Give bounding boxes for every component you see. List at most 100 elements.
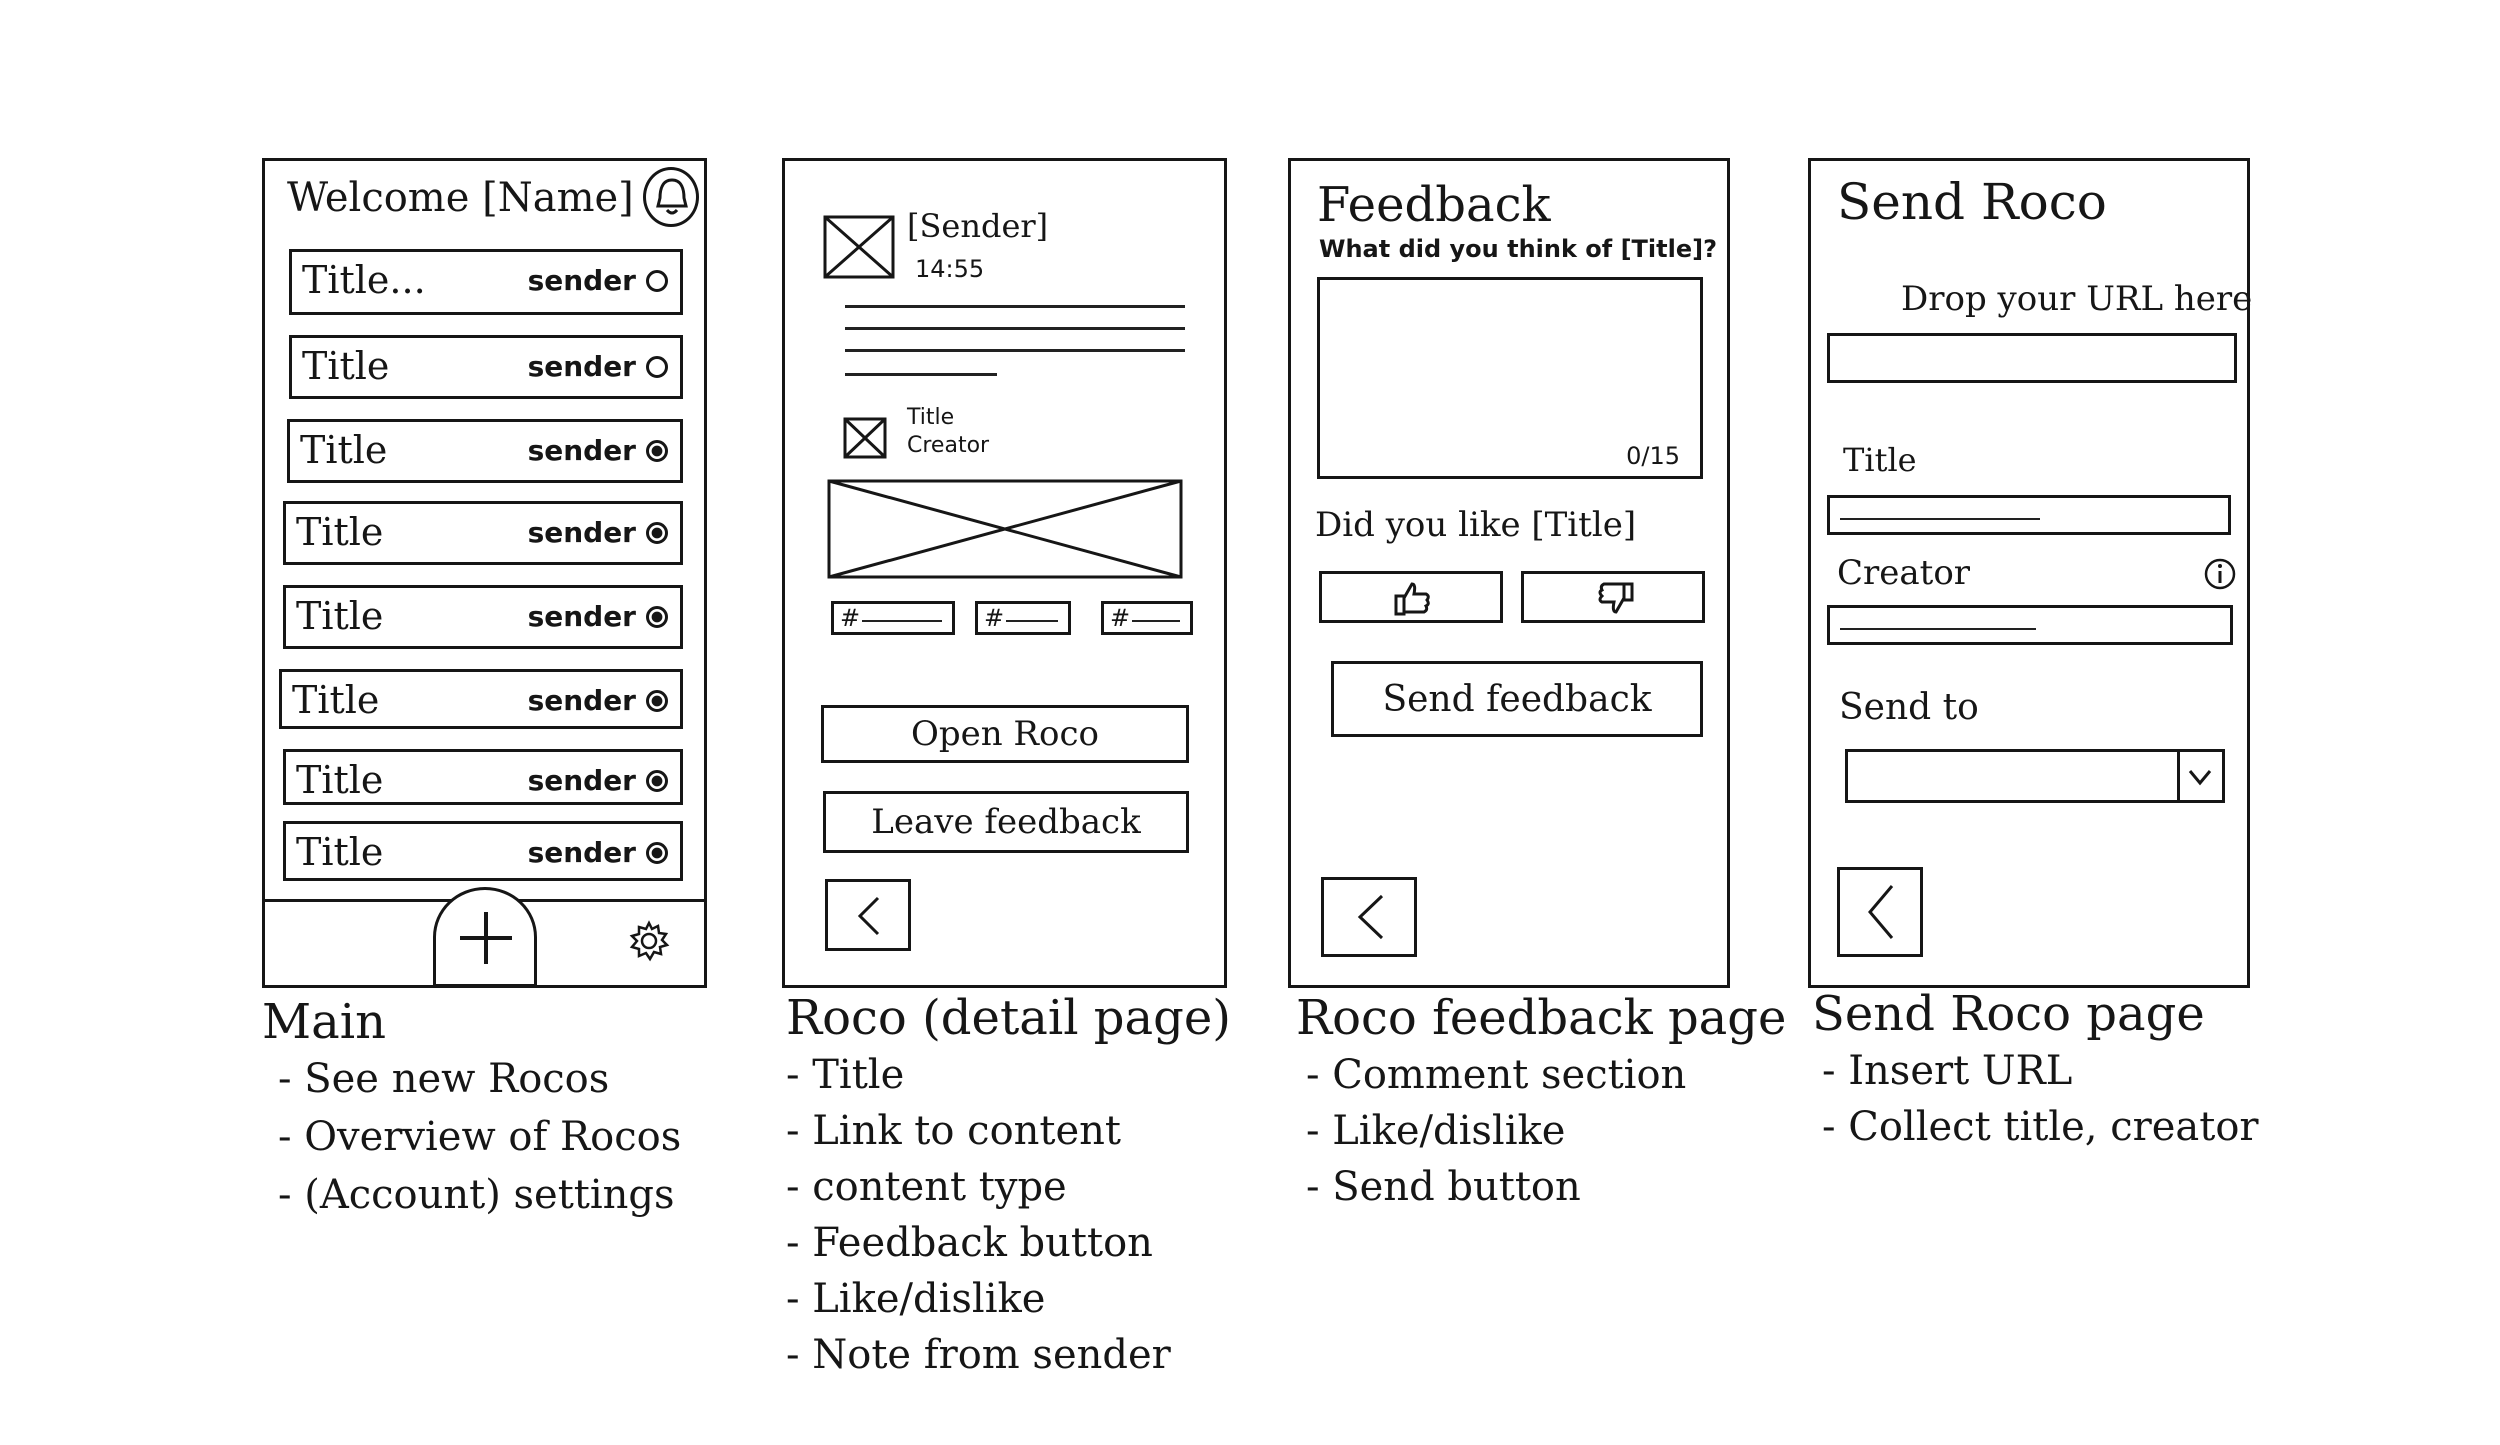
back-button[interactable] bbox=[1321, 877, 1417, 957]
tag-hash: # bbox=[840, 604, 861, 632]
screen-caption-title: Roco feedback page bbox=[1296, 990, 1787, 1046]
unread-indicator bbox=[646, 270, 668, 292]
roco-list-item[interactable]: Title sender bbox=[283, 749, 683, 805]
tag-hash: # bbox=[1110, 604, 1131, 632]
chevron-left-icon bbox=[1357, 894, 1384, 940]
open-roco-label: Open Roco bbox=[910, 714, 1100, 754]
like-button[interactable] bbox=[1319, 571, 1503, 623]
creator-input-value-line bbox=[1840, 628, 2036, 630]
sender-avatar-placeholder bbox=[823, 215, 895, 279]
tag-text-line bbox=[862, 620, 942, 622]
roco-list-item[interactable]: Title... sender bbox=[289, 249, 683, 315]
screen-feature-item: - content type bbox=[786, 1164, 1067, 1210]
recipient-select[interactable] bbox=[1845, 749, 2225, 803]
screen-feature-list: - Title- Link to content- content type- … bbox=[786, 1052, 1171, 1388]
screen-feature-item: - See new Rocos bbox=[278, 1056, 610, 1102]
read-indicator bbox=[646, 690, 668, 712]
creator-input[interactable] bbox=[1827, 605, 2233, 645]
roco-title: Title bbox=[296, 510, 384, 554]
title-label: Title bbox=[1843, 441, 1917, 479]
tag-text-line bbox=[1132, 620, 1180, 622]
gear-icon[interactable] bbox=[627, 919, 671, 963]
screen-caption-title: Send Roco page bbox=[1812, 986, 2205, 1042]
screen-feature-item: - Insert URL bbox=[1822, 1048, 2073, 1094]
send-roco-heading: Send Roco bbox=[1837, 173, 2107, 231]
roco-title: Title bbox=[302, 344, 390, 388]
screen-feature-item: - Overview of Rocos bbox=[278, 1114, 682, 1160]
dropdown-toggle[interactable] bbox=[2177, 752, 2222, 800]
tag-hash: # bbox=[984, 604, 1005, 632]
bell-icon bbox=[656, 178, 688, 215]
roco-sender: sender bbox=[527, 600, 636, 633]
thumbs-up-icon bbox=[1394, 582, 1430, 616]
content-title: Title bbox=[907, 405, 955, 430]
sent-time: 14:55 bbox=[915, 255, 985, 283]
screen-feature-list: - Comment section - Like/dislike - Send bu… bbox=[1306, 1052, 1686, 1220]
roco-list-item[interactable]: Title sender bbox=[279, 669, 683, 729]
info-icon[interactable] bbox=[2203, 557, 2237, 591]
send-roco-screen: Send Roco Drop your URL here Title Creat… bbox=[1808, 158, 2253, 988]
roco-title: Title bbox=[292, 678, 380, 722]
url-input[interactable] bbox=[1827, 333, 2237, 383]
note-line bbox=[845, 327, 1185, 330]
content-thumbnail-placeholder bbox=[843, 417, 887, 459]
like-question: Did you like [Title] bbox=[1315, 505, 1637, 545]
chevron-left-icon bbox=[857, 896, 880, 936]
roco-sender: sender bbox=[527, 264, 636, 297]
roco-title: Title bbox=[300, 428, 388, 472]
screen-feature-item: - Like/dislike bbox=[1306, 1108, 1566, 1154]
chevron-down-icon bbox=[2188, 770, 2212, 786]
feedback-heading: Feedback bbox=[1317, 177, 1551, 233]
read-indicator bbox=[646, 606, 668, 628]
note-line bbox=[845, 349, 1185, 352]
roco-list-item[interactable]: Title sender bbox=[287, 419, 683, 483]
back-button[interactable] bbox=[825, 879, 911, 951]
screen-feature-item: - Like/dislike bbox=[786, 1276, 1046, 1322]
thumbs-down-icon bbox=[1598, 582, 1634, 614]
note-line bbox=[845, 373, 997, 376]
sender-name: [Sender] bbox=[907, 207, 1049, 245]
notifications-button[interactable] bbox=[643, 167, 699, 227]
screen-caption-title: Roco (detail page) bbox=[786, 990, 1232, 1046]
comment-textarea[interactable]: 0/15 bbox=[1317, 277, 1703, 479]
screen-feature-item: - Comment section bbox=[1306, 1052, 1687, 1098]
send-to-label: Send to bbox=[1839, 687, 1979, 728]
roco-sender: sender bbox=[527, 434, 636, 467]
roco-sender: sender bbox=[527, 764, 636, 797]
roco-title: Title... bbox=[302, 258, 426, 302]
comment-char-counter: 0/15 bbox=[1626, 442, 1680, 470]
roco-title: Title bbox=[296, 758, 384, 802]
read-indicator bbox=[646, 440, 668, 462]
tag-text-line bbox=[1006, 620, 1058, 622]
dislike-button[interactable] bbox=[1521, 571, 1705, 623]
screen-feature-item: - Send button bbox=[1306, 1164, 1581, 1210]
content-creator: Creator bbox=[907, 433, 990, 458]
roco-sender: sender bbox=[527, 836, 636, 869]
add-roco-button[interactable] bbox=[433, 887, 537, 987]
send-feedback-button[interactable]: Send feedback bbox=[1331, 661, 1703, 737]
screen-feature-item: - Link to content bbox=[786, 1108, 1121, 1154]
url-label: Drop your URL here bbox=[1901, 279, 2253, 319]
screen-feature-item: - Collect title, creator bbox=[1822, 1104, 2259, 1150]
content-image-placeholder[interactable] bbox=[827, 479, 1183, 579]
leave-feedback-button[interactable]: Leave feedback bbox=[823, 791, 1189, 853]
creator-label: Creator bbox=[1837, 553, 1971, 593]
screen-feature-item: - Feedback button bbox=[786, 1220, 1153, 1266]
screen-feature-list: - Insert URL - Collect title, creator bbox=[1822, 1048, 2259, 1160]
send-feedback-label: Send feedback bbox=[1382, 678, 1652, 720]
title-input[interactable] bbox=[1827, 495, 2231, 535]
read-indicator bbox=[646, 522, 668, 544]
unread-indicator bbox=[646, 356, 668, 378]
detail-screen: [Sender] 14:55 Title Creator # # # Open Ro… bbox=[782, 158, 1227, 988]
content-type-tag: # bbox=[831, 601, 955, 635]
roco-sender: sender bbox=[527, 684, 636, 717]
plus-icon bbox=[460, 912, 512, 964]
open-roco-button[interactable]: Open Roco bbox=[821, 705, 1189, 763]
back-button[interactable] bbox=[1837, 867, 1923, 957]
note-line bbox=[845, 305, 1185, 308]
